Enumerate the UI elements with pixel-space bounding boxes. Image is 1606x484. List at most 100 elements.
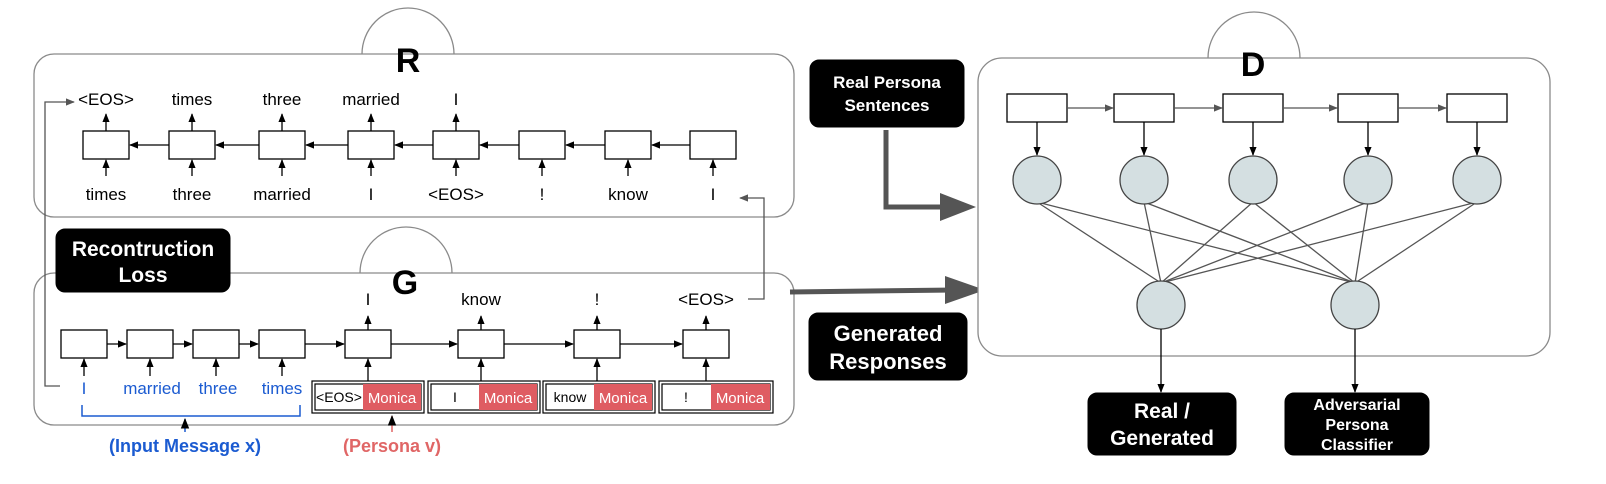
reconstruction-loss-line2: Loss <box>118 264 167 287</box>
g-rnn-cell <box>126 329 174 359</box>
reconstructor-title: R <box>396 42 421 80</box>
g-rnn-cell <box>258 329 306 359</box>
r-bottom-token: ! <box>540 185 545 204</box>
d-hidden-node <box>1228 155 1278 205</box>
d-rnn-cell <box>1446 93 1508 123</box>
r-rnn-cell <box>258 130 306 160</box>
discriminator-frame <box>977 57 1551 357</box>
generated-responses-line2: Responses <box>829 349 946 374</box>
persona-pair-token: <EOS> <box>316 389 362 405</box>
d-hidden-node <box>1012 155 1062 205</box>
r-bottom-token: married <box>253 185 311 204</box>
r-rnn-cell <box>82 130 130 160</box>
generated-responses-label: Generated Responses <box>808 312 968 381</box>
g-rnn-cell <box>60 329 108 359</box>
d-rnn-cell <box>1337 93 1399 123</box>
r-bottom-token: three <box>173 185 212 204</box>
d-dense-edge <box>1160 201 1478 284</box>
reconstructor-bottom-tokens: times three married I <EOS> ! know I <box>86 185 716 204</box>
g-output-token: ! <box>595 290 600 309</box>
r-rnn-cell <box>689 130 737 160</box>
g-input-token: married <box>123 379 181 398</box>
r-rnn-cell <box>518 130 566 160</box>
g-output-token: know <box>461 290 501 309</box>
generator-to-reconstructor-arrow <box>739 194 765 300</box>
d-hidden-node <box>1343 155 1393 205</box>
d-dense-edge <box>1160 201 1254 284</box>
generated-response-arrow <box>789 287 956 295</box>
d-rnn-cell <box>1113 93 1175 123</box>
g-input-token: I <box>82 379 87 398</box>
g-rnn-cell <box>457 329 505 359</box>
r-top-token: <EOS> <box>78 90 134 109</box>
persona-pair-token: ! <box>684 389 688 405</box>
r-top-token: I <box>454 90 459 109</box>
d-output-node <box>1330 280 1380 330</box>
adversarial-line1: Adversarial <box>1313 397 1400 414</box>
d-dense-edge <box>1036 201 1356 284</box>
real-generated-label: Real / Generated <box>1087 392 1237 456</box>
generated-responses-line1: Generated <box>834 321 943 346</box>
r-rnn-cell <box>168 130 216 160</box>
generated-response-arrowhead <box>945 276 985 304</box>
d-dense-edge <box>1160 201 1369 284</box>
r-bottom-token: know <box>608 185 648 204</box>
persona-token-pair: know Monica <box>542 380 656 414</box>
generator-persona-inputs: <EOS> Monica I Monica know Monica ! Moni… <box>311 380 774 414</box>
adversarial-line3: Classifier <box>1321 437 1393 454</box>
r-bottom-token: times <box>86 185 127 204</box>
d-output-node <box>1136 280 1186 330</box>
g-output-token: <EOS> <box>678 290 734 309</box>
d-dense-edge <box>1143 201 1356 284</box>
r-rnn-cell <box>432 130 480 160</box>
connectors <box>44 98 985 387</box>
input-message-bracket: (Input Message x) <box>81 405 301 456</box>
adversarial-classifier-label: Adversarial Persona Classifier <box>1284 392 1430 456</box>
g-rnn-cell <box>192 329 240 359</box>
r-bottom-token: I <box>711 185 716 204</box>
d-rnn-cell <box>1222 93 1284 123</box>
generator-title: G <box>392 264 418 302</box>
r-rnn-cell <box>604 130 652 160</box>
g-input-token: three <box>199 379 238 398</box>
d-rnn-cell <box>1006 93 1068 123</box>
r-top-token: married <box>342 90 400 109</box>
r-bottom-token: <EOS> <box>428 185 484 204</box>
adversarial-line2: Persona <box>1325 417 1388 434</box>
real-persona-arrowhead <box>940 193 976 221</box>
r-rnn-cell <box>347 130 395 160</box>
d-hidden-node <box>1452 155 1502 205</box>
r-top-token: times <box>172 90 213 109</box>
d-dense-edge <box>1143 201 1162 284</box>
persona-pair-name: Monica <box>484 390 533 407</box>
persona-token-pair: <EOS> Monica <box>311 380 425 414</box>
generator-output-tokens: I know ! <EOS> <box>366 290 734 309</box>
real-generated-line2: Generated <box>1110 427 1214 450</box>
reconstruction-loss-label: Recontruction Loss <box>55 228 231 293</box>
g-rnn-cell <box>344 329 392 359</box>
reconstructor-cells <box>82 113 737 176</box>
d-hidden-node <box>1119 155 1169 205</box>
real-persona-line2: Sentences <box>844 96 929 115</box>
g-rnn-cell <box>682 329 730 359</box>
r-bottom-token: I <box>369 185 374 204</box>
reconstruction-loop-arrow <box>44 98 75 387</box>
persona-pair-name: Monica <box>716 390 765 407</box>
persona-token-pair: I Monica <box>427 380 541 414</box>
d-dense-edge <box>1354 201 1369 284</box>
d-dense-edge <box>1252 201 1356 284</box>
g-output-token: I <box>366 290 371 309</box>
real-persona-arrow <box>883 130 960 210</box>
reconstructor-frame <box>33 53 795 218</box>
discriminator-network <box>1006 93 1508 393</box>
persona-pair-token: know <box>554 389 588 405</box>
persona-label-group: (Persona v) <box>343 414 441 456</box>
d-dense-edge <box>1036 201 1162 284</box>
real-persona-line1: Real Persona <box>833 73 941 92</box>
real-generated-line1: Real / <box>1134 400 1190 423</box>
reconstructor-top-tokens: <EOS> times three married I <box>78 90 458 109</box>
persona-token-pair: ! Monica <box>658 380 774 414</box>
discriminator-panel: D <box>977 11 1551 357</box>
r-top-token: three <box>263 90 302 109</box>
